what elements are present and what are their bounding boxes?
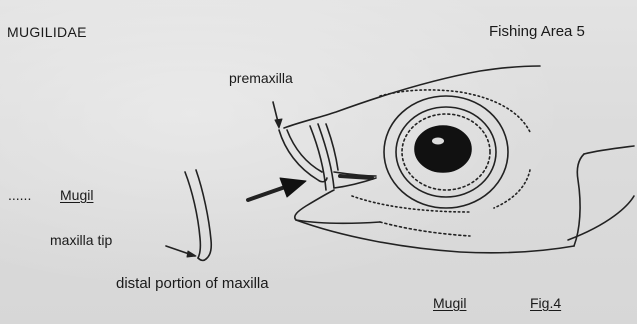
figure-label: Fig.4 [530,295,561,311]
fish-eye [380,90,530,208]
mugil-left-label: Mugil [60,187,93,203]
premaxilla-label: premaxilla [229,70,293,86]
mugil-left-dots: ...... [8,187,31,203]
isolated-maxilla [185,170,211,260]
mugil-bottom-label: Mugil [433,295,466,311]
premaxilla-pointer [273,102,282,128]
maxilla-tip-label: maxilla tip [50,232,112,248]
maxilla-tip-pointer [166,246,196,257]
family-label: MUGILIDAE [7,24,87,40]
fishing-area-label: Fishing Area 5 [489,24,585,40]
distal-portion-label: distal portion of maxilla [116,276,269,292]
mouth-arrow [248,178,306,200]
